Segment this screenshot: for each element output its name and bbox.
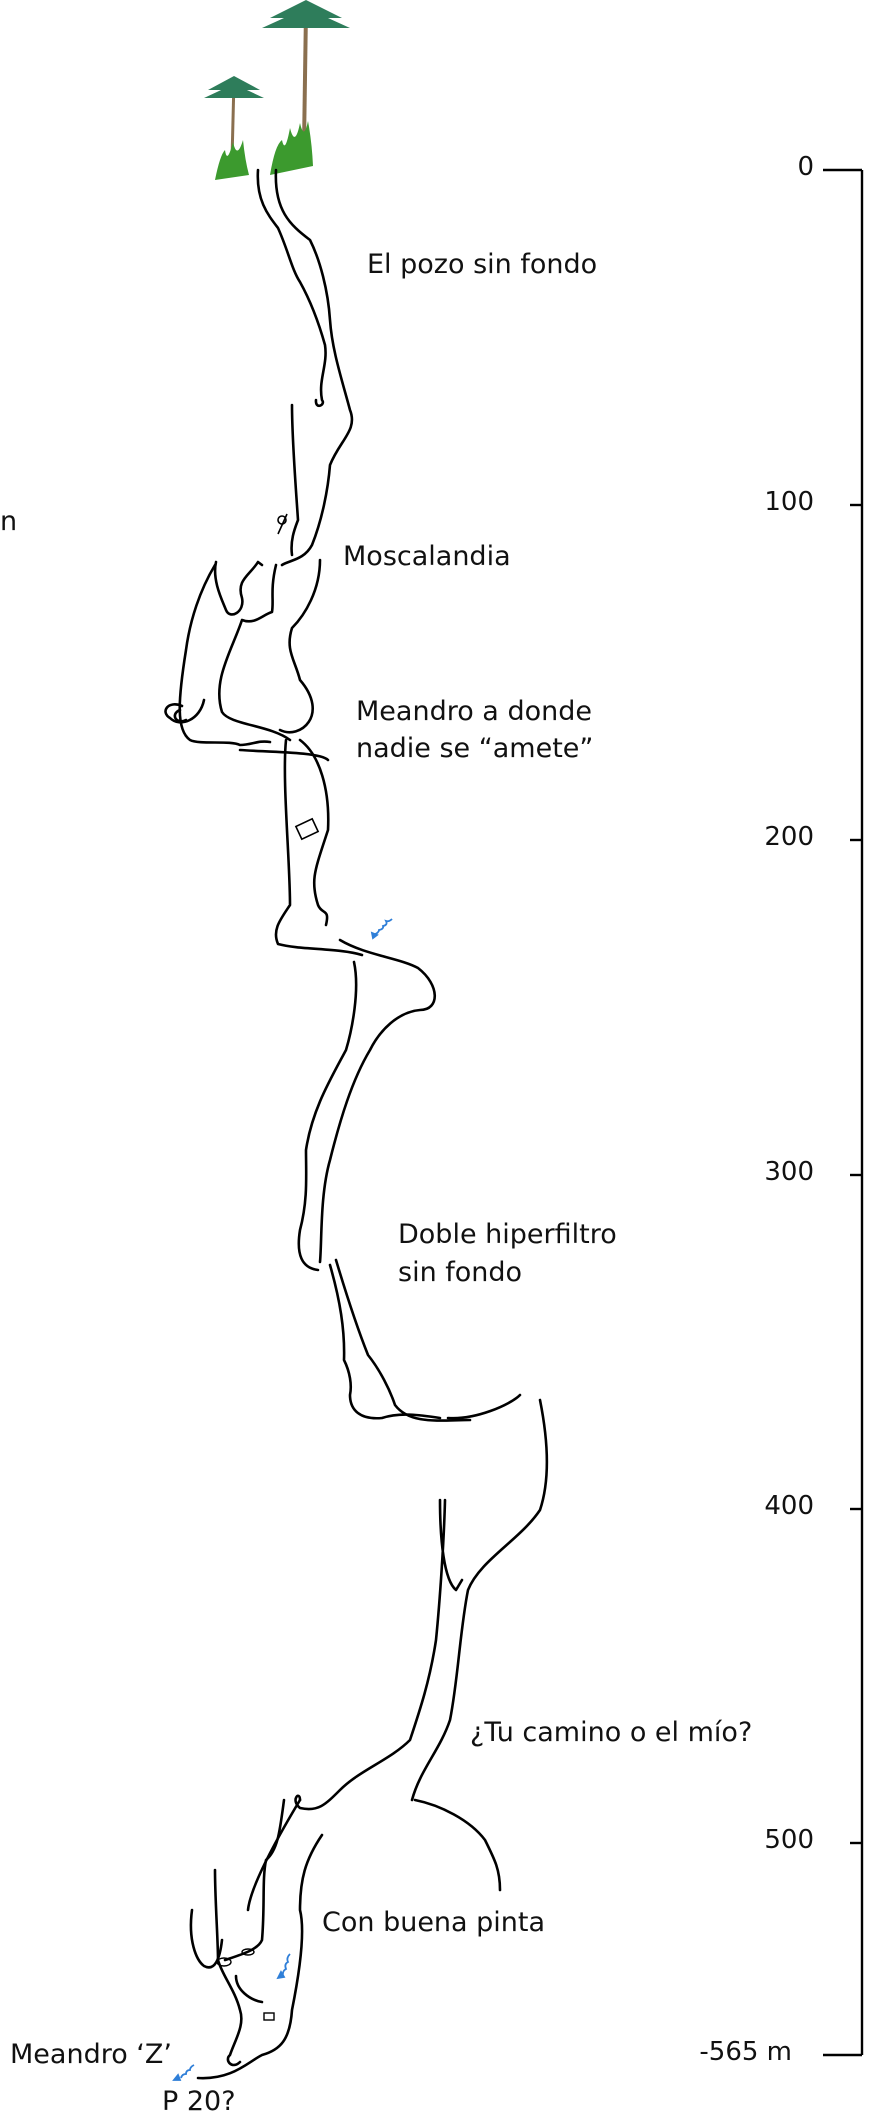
depth-tick-300: 300: [764, 1157, 814, 1187]
label-meandro-z: Meandro ‘Z’: [10, 2039, 172, 2070]
label-con-buena-pinta: Con buena pinta: [322, 1907, 546, 1938]
label-el-pozo-sin-fondo: El pozo sin fondo: [367, 249, 598, 280]
depth-tick-0: 0: [797, 152, 814, 182]
label-tu-camino: ¿Tu camino o el mío?: [470, 1717, 753, 1748]
label-moscalandia: Moscalandia: [343, 541, 511, 572]
depth-axis: [823, 168, 864, 2057]
depth-tick-500: 500: [764, 1825, 814, 1855]
depth-tick-200: 200: [764, 822, 814, 852]
label-p20: P 20?: [162, 2086, 236, 2117]
depth-bottom-label: -565 m: [699, 2037, 792, 2067]
block-icon: [263, 2012, 275, 2021]
block-icon: [216, 1957, 232, 1967]
label-doble-line1: Doble hiperfiltro: [398, 1219, 617, 1250]
grass-icon: [215, 121, 313, 180]
water-flow-icon: [370, 918, 393, 940]
label-meandro-line1: Meandro a donde: [356, 696, 592, 727]
tree-icon: [262, 0, 350, 146]
water-flow-icon: [172, 2064, 195, 2081]
water-flow-icon: [276, 1953, 291, 1980]
rope-icon: [277, 513, 288, 535]
label-meandro-line2: nadie se “amete”: [356, 733, 594, 764]
depth-tick-100: 100: [764, 487, 814, 517]
label-edge-fragment: n: [0, 506, 18, 537]
label-doble-line2: sin fondo: [398, 1257, 523, 1288]
block-icon: [294, 817, 320, 841]
block-icon: [241, 1948, 255, 1956]
cave-passage: [164, 168, 549, 2080]
depth-tick-400: 400: [764, 1491, 814, 1521]
